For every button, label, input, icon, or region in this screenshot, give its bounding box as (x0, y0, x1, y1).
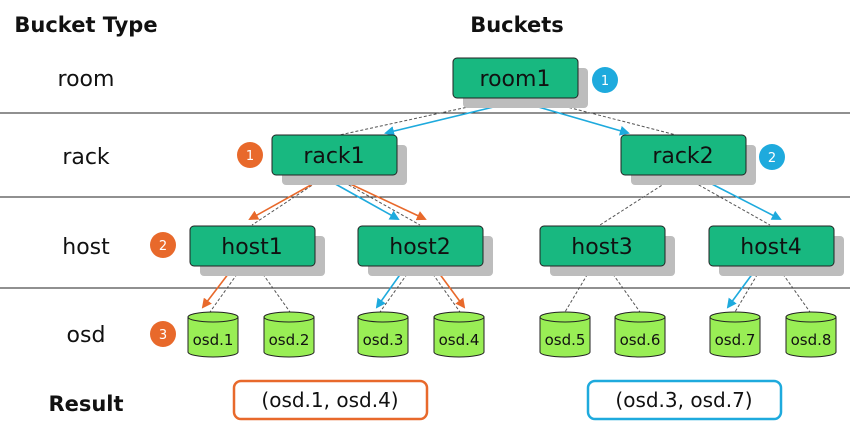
bucket-node-host2: host2 (357, 225, 493, 276)
result-text-blue: (osd.3, osd.7) (615, 388, 752, 412)
osd-cylinder: osd.3 (357, 311, 409, 358)
osd-cylinder: osd.7 (709, 311, 761, 358)
step-badge-orange: 3 (150, 321, 176, 347)
result-box-orange: (osd.1, osd.4) (232, 379, 429, 421)
osd-label: osd.3 (363, 331, 404, 349)
bucket-label-room1: room1 (480, 67, 551, 92)
bucket-label-host1: host1 (221, 235, 283, 260)
osd-label: osd.7 (715, 331, 756, 349)
level-label-rack: rack (62, 145, 110, 170)
bucket-node-rack2: rack2 (620, 134, 756, 185)
bucket-label-host4: host4 (740, 235, 802, 260)
header-buckets: Buckets (470, 13, 564, 37)
svg-text:3: 3 (159, 328, 167, 343)
bucket-label-host2: host2 (389, 235, 451, 260)
result-box-blue: (osd.3, osd.7) (586, 379, 783, 421)
osd-cylinder: osd.1 (187, 311, 239, 358)
bucket-label-host3: host3 (571, 235, 633, 260)
svg-text:2: 2 (159, 239, 167, 254)
osd-cylinder: osd.8 (785, 311, 837, 358)
osd-label: osd.4 (439, 331, 480, 349)
step-badge-orange: 1 (237, 142, 263, 168)
bucket-node-room1: room1 (452, 57, 588, 108)
svg-text:1: 1 (246, 149, 254, 164)
bucket-node-host4: host4 (708, 225, 844, 276)
osd-label: osd.1 (193, 331, 234, 349)
svg-text:2: 2 (768, 151, 776, 166)
osd-cylinder: osd.5 (539, 311, 591, 358)
svg-text:1: 1 (601, 74, 609, 89)
bucket-node-host1: host1 (189, 225, 325, 276)
osd-cylinder: osd.4 (433, 311, 485, 358)
step-badge-orange: 2 (150, 232, 176, 258)
level-label-osd: osd (67, 323, 106, 348)
osd-label: osd.6 (620, 331, 661, 349)
osd-cylinder: osd.2 (263, 311, 315, 358)
osd-cylinder: osd.6 (614, 311, 666, 358)
step-badge-blue: 2 (759, 144, 785, 170)
osd-label: osd.8 (791, 331, 832, 349)
level-label-room: room (58, 67, 115, 92)
step-badge-blue: 1 (592, 67, 618, 93)
result-text-orange: (osd.1, osd.4) (261, 388, 398, 412)
osd-label: osd.5 (545, 331, 586, 349)
bucket-node-rack1: rack1 (271, 134, 407, 185)
bucket-label-rack2: rack2 (652, 144, 713, 169)
bucket-label-rack1: rack1 (303, 144, 364, 169)
header-bucket-type: Bucket Type (14, 13, 157, 37)
bucket-node-host3: host3 (539, 225, 675, 276)
osd-label: osd.2 (269, 331, 310, 349)
tree-edges (209, 99, 811, 313)
level-label-host: host (62, 235, 110, 260)
level-label-result: Result (48, 392, 123, 416)
